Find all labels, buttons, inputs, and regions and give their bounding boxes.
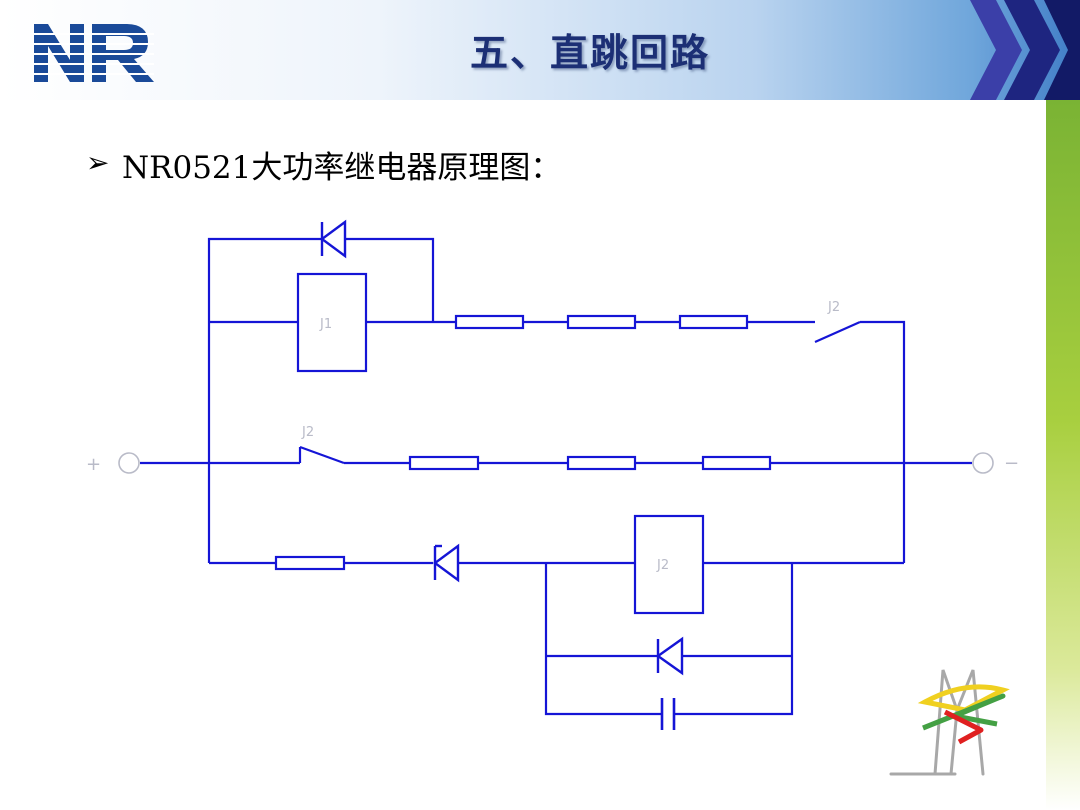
diodes — [319, 219, 684, 676]
resistor-mid-2 — [566, 455, 637, 471]
resistor-top-2 — [566, 314, 637, 330]
relay-coils — [296, 272, 705, 615]
contact-label-mid: J2 — [301, 425, 314, 440]
diode-top-triangle — [319, 219, 347, 259]
tower-emblem-logo — [889, 669, 1010, 776]
subtitle: NR0521大功率继电器原理图： — [122, 150, 562, 186]
header-bar — [0, 0, 1080, 100]
resistor-mid-1 — [408, 455, 480, 471]
side-accent-bar — [1046, 100, 1080, 810]
page-title: 五、直跳回路 — [469, 31, 710, 75]
relay-label-j2: J2 — [656, 558, 669, 573]
terminal-plus-label: + — [86, 454, 101, 475]
relay-coil-j1 — [296, 272, 368, 373]
diode-bottom-triangle — [432, 543, 460, 583]
terminals — [118, 452, 994, 474]
resistor-top-3 — [678, 314, 749, 330]
terminal-plus-circle — [118, 452, 140, 474]
relay-coil-j2 — [633, 514, 705, 615]
resistor-bottom — [274, 555, 346, 571]
resistors — [274, 314, 772, 571]
contact-label-top: J2 — [827, 300, 840, 315]
resistor-top-1 — [454, 314, 525, 330]
capacitor — [660, 698, 676, 730]
terminal-minus-label: − — [1004, 453, 1019, 474]
bullet-arrow-icon: ➢ — [86, 146, 110, 179]
nr-logo — [34, 24, 154, 82]
resistor-mid-3 — [701, 455, 772, 471]
header-chevron-decoration — [970, 0, 1080, 100]
relay-label-j1: J1 — [319, 317, 332, 332]
terminal-minus-circle — [972, 452, 994, 474]
diode-loop-triangle — [655, 636, 684, 676]
circuit-wires — [140, 237, 972, 716]
